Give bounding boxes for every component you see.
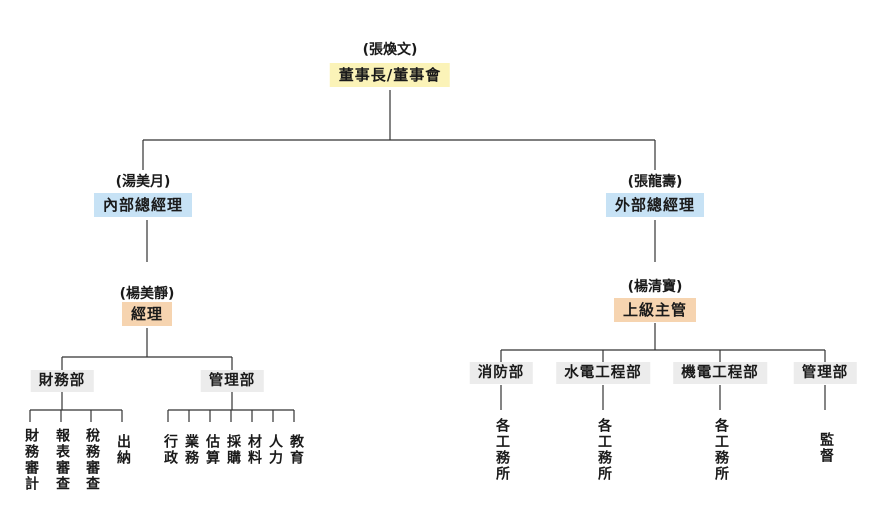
internal-manager-person: (楊美靜): [119, 286, 175, 302]
external-unit: 各工務所: [596, 418, 612, 482]
finance-unit: 財務審計: [23, 428, 39, 492]
admin-unit: 教育: [288, 434, 304, 466]
external-dept: 消防部: [469, 362, 533, 384]
finance-unit: 報表審查: [54, 428, 70, 492]
external-supervisor-box: 上級主管: [613, 298, 697, 322]
admin-unit: 業務: [183, 434, 199, 466]
external-dept: 機電工程部: [673, 362, 767, 384]
finance-unit: 稅務審查: [84, 428, 100, 492]
admin-unit: 材料: [246, 434, 262, 466]
external-unit: 監督: [818, 432, 834, 464]
internal-manager-box: 經理: [121, 302, 173, 326]
external-dept: 水電工程部: [556, 362, 650, 384]
admin-unit: 行政: [162, 434, 178, 466]
external-dept: 管理部: [793, 362, 857, 384]
external-unit: 各工務所: [494, 418, 510, 482]
external-unit: 各工務所: [713, 418, 729, 482]
admin-unit: 估算: [204, 434, 220, 466]
finance-unit: 出納: [115, 434, 131, 466]
finance-dept: 財務部: [30, 370, 94, 392]
admin-unit: 人力: [267, 434, 283, 466]
internal-gm-person: (湯美月): [115, 174, 171, 190]
external-supervisor-person: (楊清寶): [627, 279, 683, 295]
admin-unit: 採購: [225, 434, 241, 466]
external-gm-person: (張龍壽): [627, 174, 683, 190]
chairman-box: 董事長/董事會: [329, 63, 451, 87]
external-gm-box: 外部總經理: [605, 193, 705, 217]
chairman-person: (張煥文): [362, 42, 418, 58]
internal-gm-box: 內部總經理: [93, 193, 193, 217]
admin-dept: 管理部: [200, 370, 264, 392]
